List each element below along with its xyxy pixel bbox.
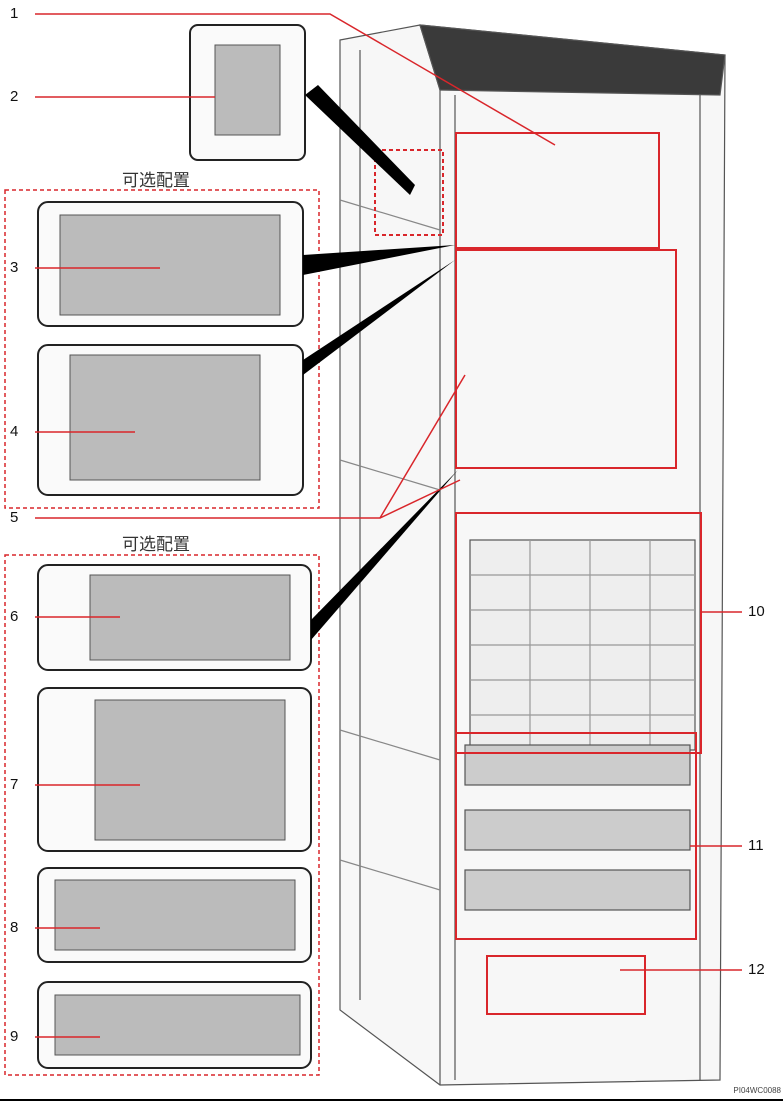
callout-2: 2 [10, 88, 19, 105]
callout-10: 10 [748, 603, 765, 620]
optional-config-label-2: 可选配置 [122, 535, 190, 555]
bottom-rule [0, 1099, 783, 1101]
callout-5: 5 [10, 509, 19, 526]
callout-4: 4 [10, 423, 19, 440]
optional-config-frames [4, 189, 320, 1076]
callout-11: 11 [748, 837, 764, 854]
callout-8: 8 [10, 919, 19, 936]
callout-9: 9 [10, 1028, 19, 1045]
callout-1: 1 [10, 5, 19, 22]
leader-lines [35, 13, 742, 1038]
callout-3: 3 [10, 259, 19, 276]
optional-config-label-1: 可选配置 [122, 171, 190, 191]
callout-6: 6 [10, 608, 19, 625]
callout-12: 12 [748, 961, 765, 978]
callout-7: 7 [10, 776, 19, 793]
detail-contents [54, 44, 301, 1056]
figure-code: PI04WC0088 [733, 1086, 781, 1095]
pointer-wedges [303, 85, 458, 640]
highlight-frames [374, 132, 702, 1015]
cabinet [339, 24, 726, 1086]
